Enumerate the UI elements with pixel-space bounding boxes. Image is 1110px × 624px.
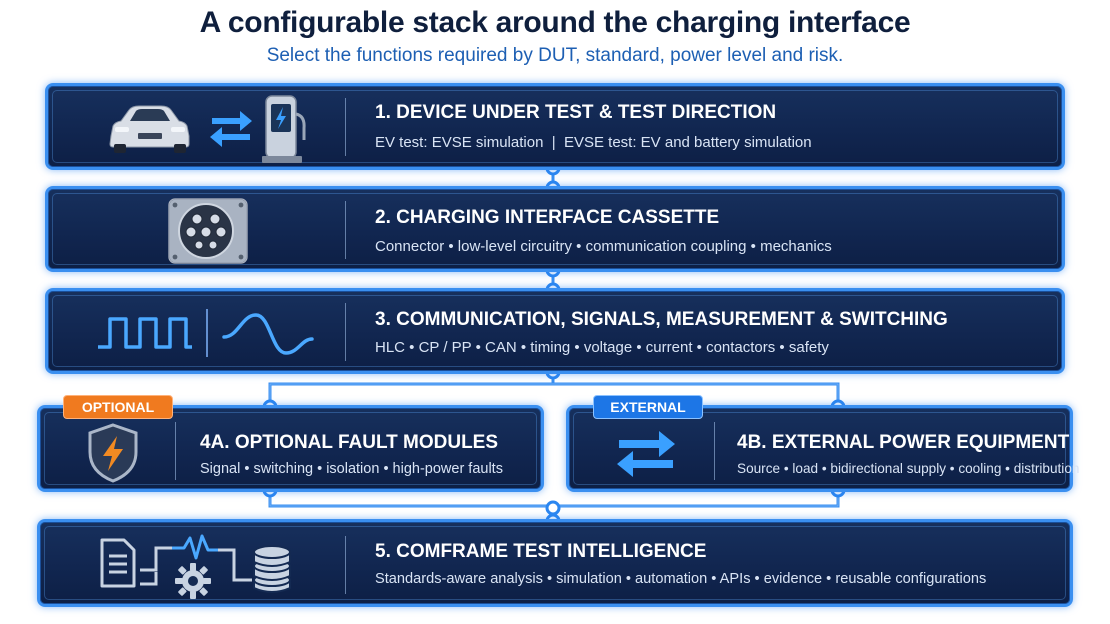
sine-wave-icon xyxy=(222,313,314,355)
bidirectional-arrows-icon xyxy=(617,431,675,477)
database-icon xyxy=(253,545,291,593)
gear-icon xyxy=(175,563,211,599)
stack-box-device-under-test: 1. DEVICE UNDER TEST & TEST DIRECTION EV… xyxy=(45,83,1065,170)
box-4b-heading: 4B. EXTERNAL POWER EQUIPMENT xyxy=(737,432,1070,453)
pulse-icon xyxy=(140,534,252,586)
box-4a-description: Signal • switching • isolation • high-po… xyxy=(200,461,503,477)
optional-badge: OPTIONAL xyxy=(63,395,173,419)
box-5-heading: 5. COMFRAME TEST INTELLIGENCE xyxy=(375,541,707,562)
stack-box-optional-fault-modules: 4A. OPTIONAL FAULT MODULES Signal • swit… xyxy=(37,405,544,492)
external-badge: EXTERNAL xyxy=(593,395,703,419)
document-icon xyxy=(100,538,136,588)
page-subtitle: Select the functions required by DUT, st… xyxy=(266,45,844,66)
box-2-description: Connector • low-level circuitry • commun… xyxy=(375,238,832,255)
shield-lightning-icon xyxy=(88,423,138,483)
box-4a-heading: 4A. OPTIONAL FAULT MODULES xyxy=(200,432,499,453)
box-1-description: EV test: EVSE simulation | EVSE test: EV… xyxy=(375,134,812,151)
box-3-description: HLC • CP / PP • CAN • timing • voltage •… xyxy=(375,339,829,356)
box-5-description: Standards-aware analysis • simulation • … xyxy=(375,571,987,587)
charging-connector-icon xyxy=(168,198,248,264)
charging-station-icon xyxy=(262,95,306,163)
box-4b-description: Source • load • bidirectional supply • c… xyxy=(737,461,1080,476)
box-2-heading: 2. CHARGING INTERFACE CASSETTE xyxy=(375,207,720,228)
bidirectional-arrows-icon xyxy=(210,111,252,147)
stack-box-comframe-test-intelligence: 5. COMFRAME TEST INTELLIGENCE Standards-… xyxy=(37,519,1073,607)
page-title: A configurable stack around the charging… xyxy=(199,6,911,39)
stack-box-external-power-equipment: 4B. EXTERNAL POWER EQUIPMENT Source • lo… xyxy=(566,405,1079,492)
stack-box-charging-interface-cassette: 2. CHARGING INTERFACE CASSETTE Connector… xyxy=(45,186,1065,272)
box-3-heading: 3. COMMUNICATION, SIGNALS, MEASUREMENT &… xyxy=(375,309,948,330)
stack-box-communication-signals: 3. COMMUNICATION, SIGNALS, MEASUREMENT &… xyxy=(45,288,1065,374)
square-wave-icon xyxy=(98,317,192,349)
car-icon xyxy=(109,105,190,153)
box-1-heading: 1. DEVICE UNDER TEST & TEST DIRECTION xyxy=(375,102,777,123)
